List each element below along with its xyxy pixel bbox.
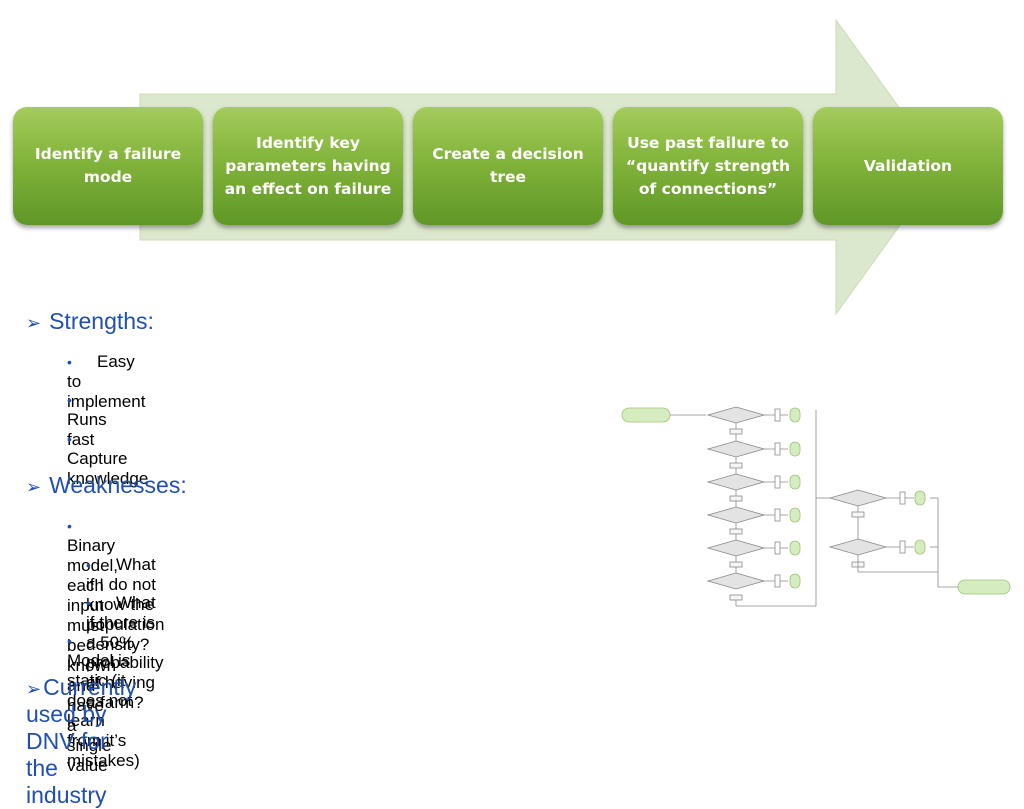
list-item: •Capture knowledge (67, 431, 149, 488)
step-quantify-strength: Use past failure to “quantify strength o… (613, 107, 803, 225)
conclusion: ➢Currently used by DNV for the industry (26, 674, 137, 808)
step-label: Use past failure to “quantify strength o… (625, 133, 791, 198)
sub-list-item: •What if there is a 50% probability of h… (86, 593, 164, 712)
step-label: Create a decision tree (432, 145, 584, 186)
arrow-bullet-icon: ➢ (26, 477, 42, 497)
list-item: •Model is static (it does not learn from… (67, 633, 140, 770)
arrow-bullet-icon: ➢ (26, 679, 42, 699)
sub-list-item: •What if I do not know the population de… (86, 555, 165, 654)
bullet-icon: • (67, 633, 72, 649)
step-label: Identify a failure mode (34, 145, 182, 186)
strengths-heading: ➢Strengths: (26, 308, 154, 334)
list-item: •Runs fast (67, 392, 107, 449)
bullet-icon: • (67, 392, 72, 408)
bullet-icon: • (86, 557, 91, 573)
step-identify-key-parameters: Identify key parameters having an effect… (213, 107, 403, 225)
step-create-decision-tree: Create a decision tree (413, 107, 603, 225)
step-label: Identify key parameters having an effect… (224, 133, 392, 198)
bullet-icon: • (67, 354, 72, 370)
step-validation: Validation (813, 107, 1003, 225)
weaknesses-heading: ➢Weaknesses: (26, 472, 187, 498)
decision-tree-diagram (621, 406, 1011, 607)
step-label: Validation (863, 156, 953, 175)
step-identify-failure-mode: Identify a failure mode (13, 107, 203, 225)
list-item: •Binary model, each input must be known … (67, 518, 119, 775)
arrow-bullet-icon: ➢ (26, 313, 42, 333)
bullet-icon: • (67, 518, 72, 534)
list-item: •Easy to implement (67, 352, 146, 411)
bullet-icon: • (67, 431, 72, 447)
bullet-icon: • (86, 595, 91, 611)
